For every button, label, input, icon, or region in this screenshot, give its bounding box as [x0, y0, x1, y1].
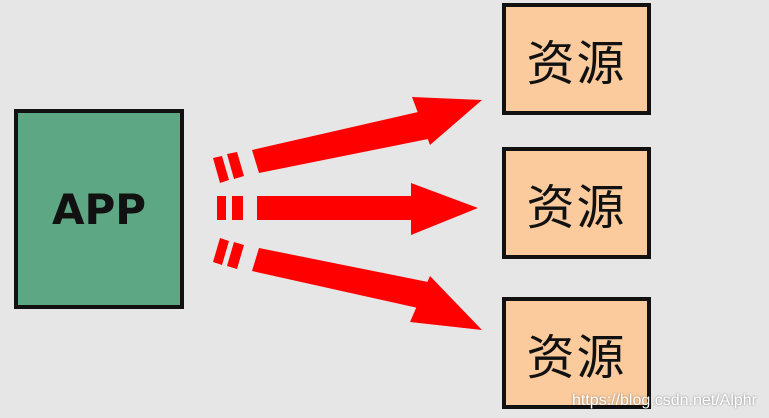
- arrow-middle-dash-1: [217, 196, 226, 220]
- resource-label-3: 资源: [526, 330, 627, 386]
- arrow-bottom-head: [410, 276, 482, 330]
- resource-box-2: 资源: [502, 147, 651, 259]
- resource-label-1: 资源: [526, 36, 627, 92]
- arrow-to-top-resource: [213, 97, 482, 183]
- arrow-middle-head: [411, 183, 478, 235]
- arrow-to-middle-resource: [217, 183, 478, 235]
- arrow-middle-shaft: [257, 196, 415, 220]
- resource-box-1: 资源: [502, 3, 651, 115]
- arrow-top-shaft: [252, 112, 428, 173]
- resource-box-3: 资源: [502, 297, 651, 409]
- arrow-bottom-dash-2: [227, 242, 244, 269]
- arrow-to-bottom-resource: [213, 238, 482, 330]
- resource-label-2: 资源: [526, 180, 627, 236]
- app-label: APP: [51, 184, 147, 234]
- watermark-text: https://blog.csdn.net/Alphr: [572, 392, 757, 409]
- arrow-middle-dash-2: [232, 196, 243, 220]
- app-box: APP: [14, 109, 184, 309]
- arrow-top-head: [412, 97, 482, 145]
- arrow-top-dash-1: [213, 156, 229, 183]
- arrow-bottom-dash-1: [213, 238, 229, 265]
- arrow-top-dash-2: [227, 152, 244, 179]
- arrow-bottom-shaft: [252, 248, 428, 308]
